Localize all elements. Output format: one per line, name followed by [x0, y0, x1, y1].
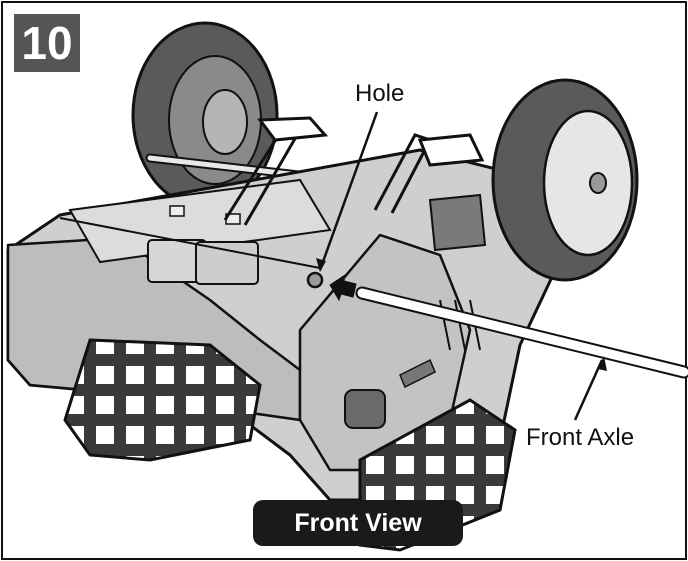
hole-callout-label: Hole: [355, 80, 404, 108]
view-label: Front View: [253, 500, 463, 546]
step-number-badge: 10: [14, 14, 80, 72]
axle-hole: [308, 273, 322, 287]
front-axle-callout-label: Front Axle: [526, 424, 634, 452]
